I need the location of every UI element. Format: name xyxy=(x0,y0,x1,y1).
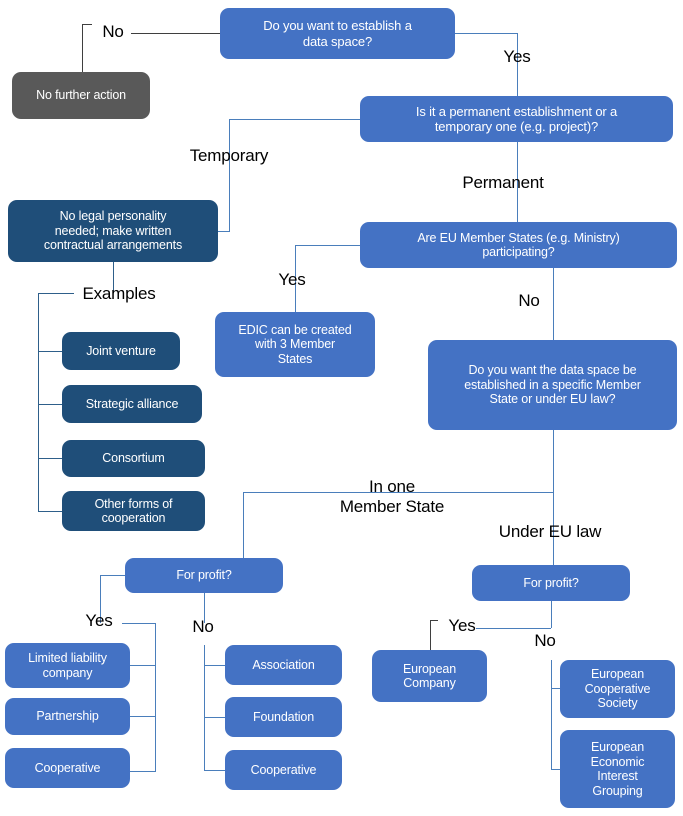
edge-label-yes-member-states: Yes xyxy=(278,270,306,289)
connector-leftprofit-yes-down xyxy=(100,575,101,623)
node-question-eu-member-states[interactable]: Are EU Member States (e.g. Ministry) par… xyxy=(360,222,677,268)
node-question-specific-ms-or-eu-law[interactable]: Do you want the data space be establishe… xyxy=(428,340,677,430)
edge-label-in-one-member-state: In one Member State xyxy=(339,477,445,516)
edge-label-yes-top: Yes xyxy=(503,47,531,66)
edge-label-no-top: No xyxy=(102,22,124,41)
connector-yes-down xyxy=(517,33,518,96)
connector-to-partnership xyxy=(130,716,156,717)
connector-to-cooperative-left xyxy=(130,771,156,772)
connector-rightprofit-yes xyxy=(476,628,551,629)
node-foundation[interactable]: Foundation xyxy=(225,697,342,737)
node-for-profit-right[interactable]: For profit? xyxy=(472,565,630,601)
connector-to-other-forms xyxy=(38,511,62,512)
connector-rightprofit-yes-down xyxy=(430,620,431,650)
edge-label-examples: Examples xyxy=(82,284,156,303)
edge-label-yes-left-profit: Yes xyxy=(85,611,113,630)
connector-q1-to-no xyxy=(131,33,220,34)
edge-label-permanent: Permanent xyxy=(462,173,544,192)
connector-to-foundation xyxy=(204,717,226,718)
edge-label-no-left-profit: No xyxy=(192,617,214,636)
node-joint-venture[interactable]: Joint venture xyxy=(62,332,180,370)
connector-undereulaw-down xyxy=(553,492,554,565)
edge-label-yes-right-profit: Yes xyxy=(448,616,476,635)
connector-q2-left xyxy=(229,119,360,120)
connector-q3-left xyxy=(295,245,360,246)
connector-yes-label-right xyxy=(122,623,155,624)
connector-to-strategic-alliance xyxy=(38,404,62,405)
node-edic[interactable]: EDIC can be created with 3 Member States xyxy=(215,312,375,377)
connector-examples-spine xyxy=(38,293,39,512)
connector-darkbox-down xyxy=(113,262,114,293)
node-no-legal-personality[interactable]: No legal personality needed; make writte… xyxy=(8,200,218,262)
connector-q4-split-left xyxy=(243,492,553,493)
edge-label-no-member-states: No xyxy=(518,291,540,310)
connector-permanent-down xyxy=(517,142,518,222)
edge-label-under-eu-law: Under EU law xyxy=(498,522,602,541)
node-partnership[interactable]: Partnership xyxy=(5,698,130,735)
node-association[interactable]: Association xyxy=(225,645,342,685)
connector-examples-stub xyxy=(38,293,74,294)
node-european-cooperative-society[interactable]: European Cooperative Society xyxy=(560,660,675,718)
edge-label-no-right-profit: No xyxy=(534,631,556,650)
connector-to-limited-liability xyxy=(130,665,156,666)
connector-inonems-down xyxy=(243,492,244,558)
node-european-company[interactable]: European Company xyxy=(372,650,487,702)
connector-yes-spine xyxy=(155,623,156,771)
node-consortium[interactable]: Consortium xyxy=(62,440,205,477)
connector-to-cooperative-right xyxy=(204,770,226,771)
connector-to-association xyxy=(204,665,226,666)
connector-no-down xyxy=(82,24,83,72)
node-no-further-action[interactable]: No further action xyxy=(12,72,150,119)
connector-to-consortium xyxy=(38,458,62,459)
connector-temporary-to-box xyxy=(218,231,230,232)
connector-leftprofit-no-down xyxy=(204,593,205,623)
connector-to-eeig xyxy=(551,769,561,770)
connector-rightprofit-down xyxy=(551,601,552,628)
node-eeig[interactable]: European Economic Interest Grouping xyxy=(560,730,675,808)
node-for-profit-left[interactable]: For profit? xyxy=(125,558,283,593)
connector-rightprofit-no-spine xyxy=(551,660,552,770)
node-limited-liability-company[interactable]: Limited liability company xyxy=(5,643,130,688)
connector-to-joint-venture xyxy=(38,351,62,352)
connector-q1-right xyxy=(455,33,517,34)
connector-leftprofit-yes xyxy=(100,575,125,576)
edge-label-temporary: Temporary xyxy=(189,146,269,165)
node-cooperative-right[interactable]: Cooperative xyxy=(225,750,342,790)
connector-no-q4-down xyxy=(553,268,554,340)
connector-yes-edic-down xyxy=(295,245,296,312)
connector-no-spine-left xyxy=(204,645,205,770)
connector-rightprofit-yes-stub xyxy=(430,620,438,621)
node-strategic-alliance[interactable]: Strategic alliance xyxy=(62,385,202,423)
connector-no-elbow-top xyxy=(82,24,92,25)
node-other-forms-of-cooperation[interactable]: Other forms of cooperation xyxy=(62,491,205,531)
connector-q4-down xyxy=(553,430,554,492)
connector-to-ecs xyxy=(551,688,561,689)
node-question-establish-data-space[interactable]: Do you want to establish a data space? xyxy=(220,8,455,59)
connector-temporary-down xyxy=(229,119,230,231)
node-cooperative-left[interactable]: Cooperative xyxy=(5,748,130,788)
node-question-permanent-or-temporary[interactable]: Is it a permanent establishment or a tem… xyxy=(360,96,673,142)
